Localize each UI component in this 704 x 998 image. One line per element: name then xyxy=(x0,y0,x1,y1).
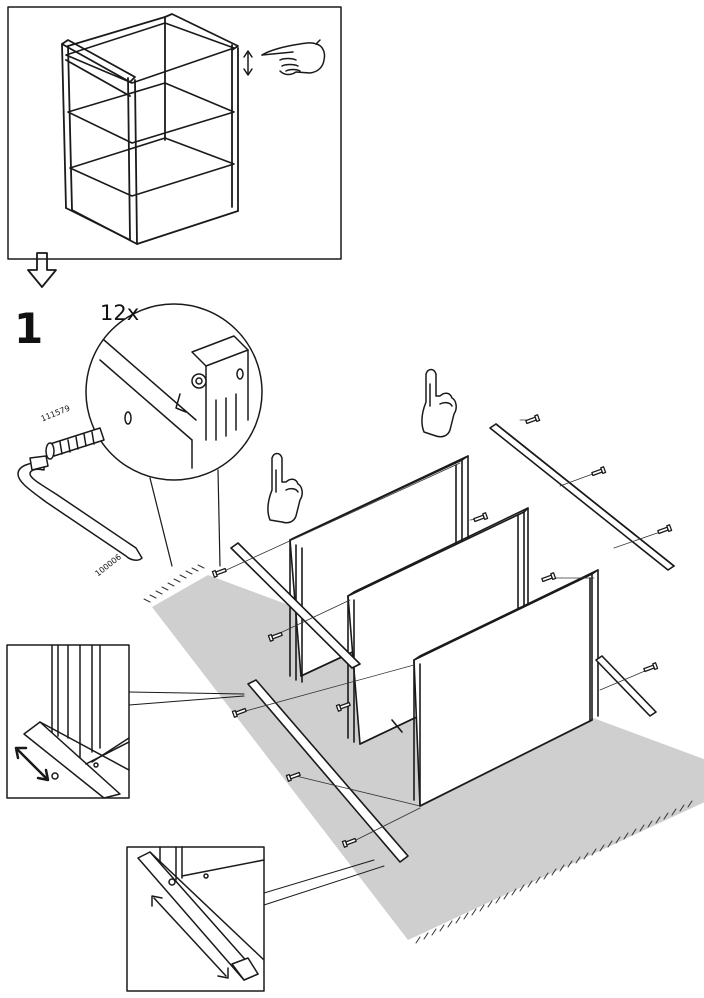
mat-fringe xyxy=(143,564,693,944)
hand-icon xyxy=(421,368,457,438)
adjust-arrow-icon xyxy=(243,50,253,76)
rail-left-lower xyxy=(247,679,409,863)
screw-part xyxy=(45,427,105,460)
adjust-arrow-icon xyxy=(14,746,50,782)
rail-top-right xyxy=(489,423,675,571)
arrow-down-icon xyxy=(27,252,57,288)
screw xyxy=(211,414,673,848)
rail-left-upper xyxy=(230,542,361,669)
pointing-hand-icon xyxy=(261,39,326,76)
detail-box-rail xyxy=(126,846,385,992)
overview-panel xyxy=(7,6,342,260)
overview-shelf xyxy=(65,22,235,197)
rail-right-lower xyxy=(595,655,657,717)
detail-magnifier xyxy=(85,303,263,567)
overview-frame xyxy=(61,13,239,245)
detail-box-joint xyxy=(6,644,245,799)
step-number: 1 xyxy=(14,304,44,353)
adjust-arrow-icon xyxy=(151,895,229,979)
hand-icon xyxy=(267,452,303,524)
frame-panel-front xyxy=(413,569,599,807)
quantity-label: 12x xyxy=(100,301,140,325)
allen-key xyxy=(17,455,143,561)
